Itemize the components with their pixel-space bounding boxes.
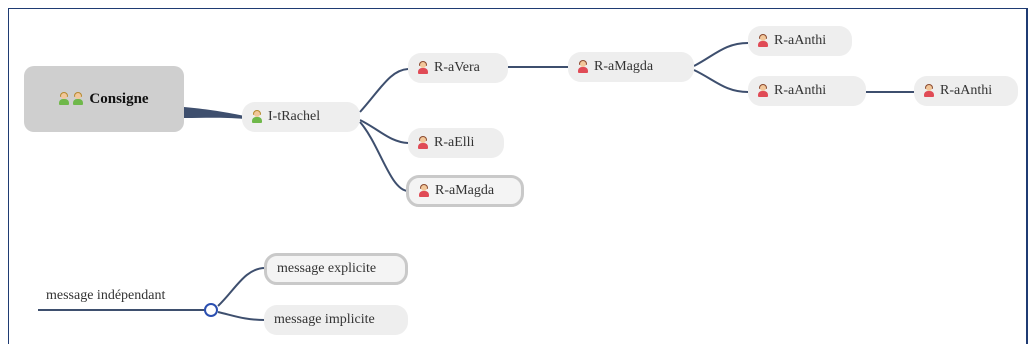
link-itrachel-ravera [359,68,409,113]
person-icon [758,84,768,97]
person-icon [578,60,588,73]
node-ravera[interactable]: R-aVera [408,53,508,83]
link-legend-implicit [217,311,266,321]
person-icon [419,184,429,197]
node-ramagda-selected[interactable]: R-aMagda [406,175,524,207]
node-label: I-tRachel [268,109,321,124]
node-itrachel[interactable]: I-tRachel [242,102,360,132]
node-raanthi-right[interactable]: R-aAnthi [914,76,1018,106]
link-itrachel-ramagda [359,121,409,192]
link-ramagda-raanthi1 [693,42,749,67]
node-raanthi-middle[interactable]: R-aAnthi [748,76,866,106]
person-icon [758,34,768,47]
legend-title: message indépendant [46,288,166,303]
canvas-frame [8,8,1028,344]
legend-collapse-handle [204,303,218,317]
link-legend-explicit [217,267,266,307]
person-icon [418,136,428,149]
node-raanthi-top[interactable]: R-aAnthi [748,26,852,56]
node-label: R-aAnthi [774,33,827,48]
node-raelli[interactable]: R-aElli [408,128,504,158]
person-icon [252,110,262,123]
link-ramagda-raanthi2 [693,69,749,93]
node-label: R-aAnthi [940,83,993,98]
root-node-consigne[interactable]: Consigne [24,66,184,132]
person-icon [73,92,84,105]
node-label: R-aVera [434,60,480,75]
node-ramagda[interactable]: R-aMagda [568,52,694,82]
link-itrachel-raelli [359,119,409,144]
legend-node-explicit[interactable]: message explicite [264,253,408,285]
person-icon [924,84,934,97]
node-label: R-aMagda [594,59,654,74]
node-label: R-aMagda [435,183,495,198]
legend-node-implicit[interactable]: message implicite [264,305,408,335]
node-label: message implicite [274,312,375,327]
person-icon [418,61,428,74]
node-label: R-aAnthi [774,83,827,98]
node-label: message explicite [277,261,377,276]
node-label: R-aElli [434,135,475,150]
link-root-itrachel [184,107,245,119]
person-icon [59,92,70,105]
root-label: Consigne [89,90,149,107]
